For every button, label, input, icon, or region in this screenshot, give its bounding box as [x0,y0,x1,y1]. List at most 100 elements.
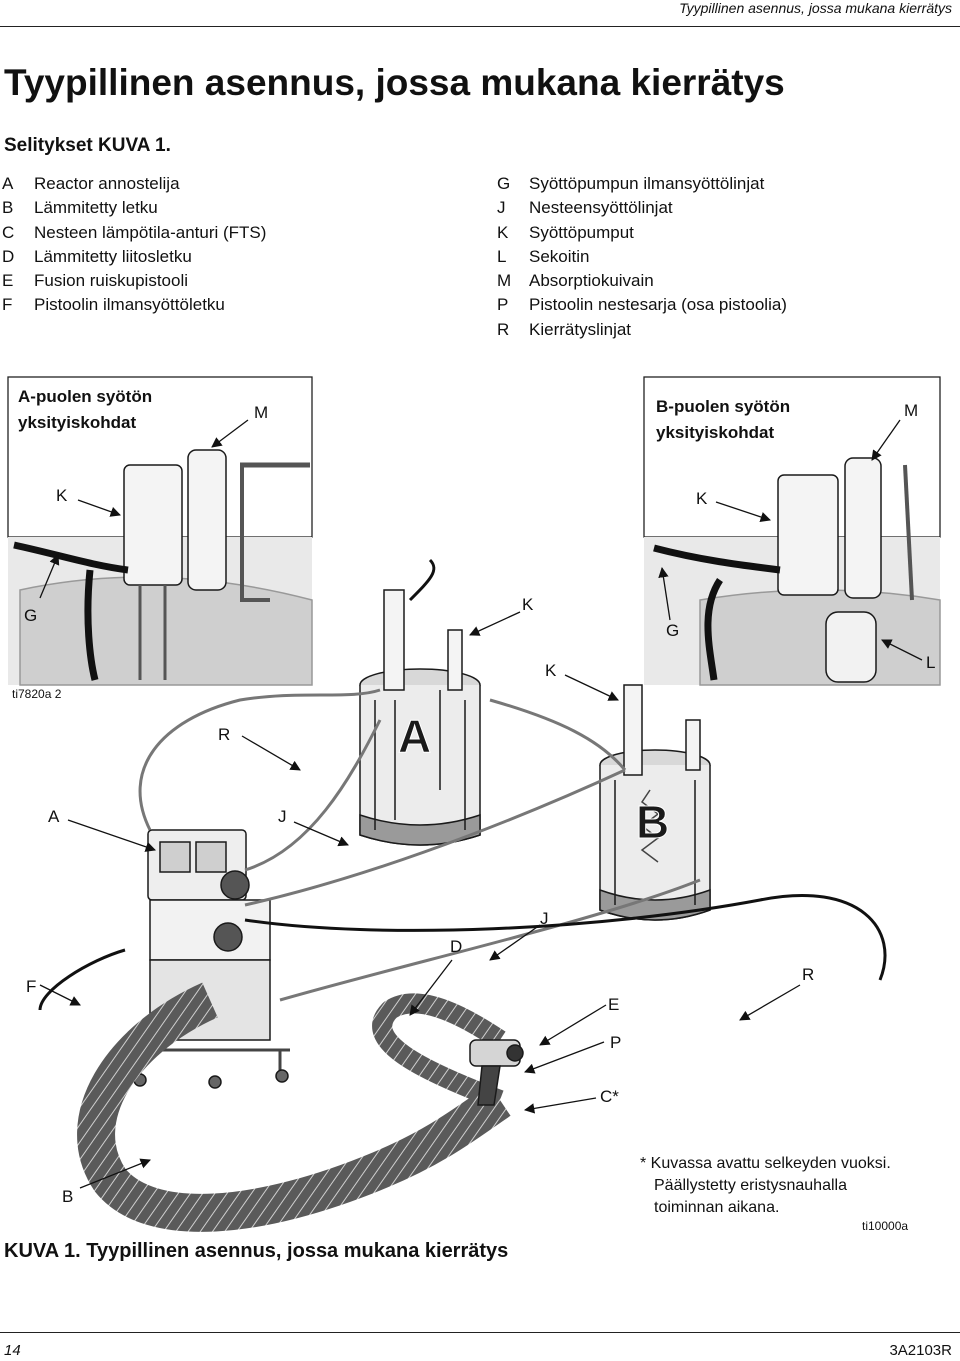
legend-item: G Syöttöpumpun ilmansyöttölinjat [497,172,787,196]
callout-d: D [450,937,462,956]
inset-b-title-line1: B-puolen syötön [656,397,790,416]
legend-letter: M [497,271,512,291]
callout-c: C* [600,1087,619,1106]
legend-letter: R [497,319,510,339]
air-line-a-inset [13,541,129,574]
mixer-b-inset [825,611,877,683]
legend-item: R Kierrätyslinjat [497,318,787,342]
legend-heading: Selitykset KUVA 1. [4,135,171,156]
legend-letter: F [2,295,13,315]
header-rule [0,26,960,27]
legend-item: D Lämmitetty liitosletku [2,245,266,269]
legend-text: Pistoolin ilmansyöttöletku [34,295,225,315]
pump-cylinder-a-inset [123,464,183,586]
legend-text: Nesteensyöttölinjat [529,198,673,218]
callout-k: K [545,661,557,680]
callout-f: F [26,977,36,996]
legend-item: B Lämmitetty letku [2,196,266,220]
legend-letter: L [497,246,507,266]
document-id: 3A2103R [889,1342,952,1359]
legend-right-column: G Syöttöpumpun ilmansyöttölinjat J Nesteen… [497,172,787,342]
legend-text: Sekoitin [529,246,590,266]
callout-k: K [56,486,68,505]
footer-rule [0,1332,960,1333]
drum-a: A [359,589,481,846]
figure-caption: KUVA 1. Tyypillinen asennus, jossa mukan… [4,1240,508,1263]
legend-letter: C [2,222,15,242]
callout-m: M [904,401,918,420]
pump-cylinder-b-inset [777,474,839,596]
desiccant-dryer-a-inset [187,449,227,591]
spray-gun [469,1039,524,1106]
drum-b-letter: B [636,796,669,848]
air-line-b-inset [653,544,781,574]
legend-letter: A [2,174,14,193]
legend-item: P Pistoolin nestesarja (osa pistoolia) [497,293,787,317]
legend-item: L Sekoitin [497,245,787,269]
figure-note-line: Päällystetty eristysnauhalla [654,1177,847,1194]
callout-p: P [610,1033,621,1052]
legend-item: F Pistoolin ilmansyöttöletku [2,293,266,317]
air-lines [38,558,887,1011]
callout-j: J [540,909,549,928]
legend-text: Lämmitetty letku [34,198,158,218]
legend-text: Pistoolin nestesarja (osa pistoolia) [529,295,787,315]
callout-b: B [62,1187,73,1206]
legend-item: K Syöttöpumput [497,221,787,245]
figure-note-line: * Kuvassa avattu selkeyden vuoksi. [640,1155,891,1172]
callout-m: M [254,403,268,422]
callout-lines [39,419,923,1189]
legend-item: E Fusion ruiskupistooli [2,269,266,293]
legend-letter: E [2,271,14,291]
page-title: Tyypillinen asennus, jossa mukana kierrä… [4,62,785,103]
inset-b-title-line2: yksityiskohdat [656,423,774,442]
heated-hose-bundle [77,982,511,1232]
pipe-a-inset [240,465,270,602]
figure-note: * Kuvassa avattu selkeyden vuoksi. Pääll… [640,1153,891,1219]
figure-note-line: toiminnan aikana. [654,1199,780,1216]
callout-r: R [802,965,814,984]
inset-b-detail [643,376,941,686]
legend-letter: D [2,246,15,266]
air-hose-a-inset [84,569,99,681]
figure-caption-text: Tyypillinen asennus, jossa mukana kierrä… [86,1240,509,1262]
legend-item: A Reactor annostelija [2,172,266,196]
installation-figure: A B [7,376,941,1233]
drum-lid-b-inset [699,589,941,686]
callout-g: G [24,606,37,625]
legend-text: Reactor annostelija [34,174,180,193]
callout-e: E [608,995,619,1014]
inset-a-title-line1: A-puolen syötön [18,387,152,406]
legend-text: Fusion ruiskupistooli [34,271,189,291]
figure-id: ti10000a [862,1219,908,1233]
legend-text: Absorptiokuivain [529,271,654,291]
legend-text: Lämmitetty liitosletku [34,246,192,266]
desiccant-dryer-b-inset [844,457,882,599]
legend-letter: J [497,198,506,218]
drum-a-letter: A [398,710,431,762]
fluid-lines [138,688,701,1002]
callout-k: K [696,489,708,508]
legend-text: Syöttöpumpun ilmansyöttölinjat [529,174,765,193]
running-header: Tyypillinen asennus, jossa mukana kierrä… [679,0,952,16]
callout-g: G [666,621,679,640]
drum-b: B [599,684,711,921]
inset-a-figure-id: ti7820a 2 [12,687,62,701]
legend-text: Kierrätyslinjat [529,319,632,339]
legend-text: Syöttöpumput [529,222,634,242]
legend-letter: B [2,198,14,218]
inset-a-title-line2: yksityiskohdat [18,413,136,432]
legend-letter: P [497,295,509,315]
legend-text: Nesteen lämpötila-anturi (FTS) [34,222,267,242]
figure-caption-label: KUVA 1. [4,1240,81,1262]
air-hose-b-inset [704,578,723,681]
legend-item: J Nesteensyöttölinjat [497,196,787,220]
pump-rod-a-inset [138,585,167,680]
pipe-b-inset [903,464,914,601]
legend-letter: G [497,174,511,193]
legend-left-column: A Reactor annostelija B Lämmitetty letku C… [2,172,266,318]
callout-l: L [926,653,935,672]
callout-k: K [522,595,534,614]
callout-r: R [218,725,230,744]
legend-letter: K [497,222,509,242]
